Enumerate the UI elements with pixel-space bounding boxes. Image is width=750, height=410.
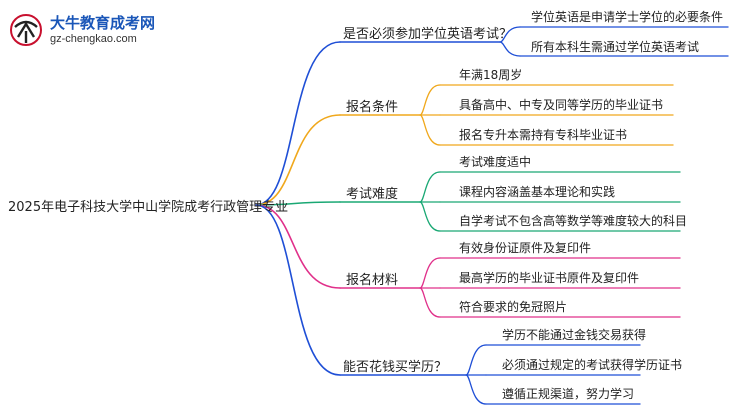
leaf-difficulty-2: 课程内容涵盖基本理论和实践	[459, 185, 616, 199]
leaf-requirements-3: 报名专升本需持有专科毕业证书	[459, 128, 628, 142]
logo-url: gz-chengkao.com	[50, 33, 137, 45]
connector-leaf-4-0	[465, 344, 487, 376]
leaf-requirements-2: 具备高中、中专及同等学历的毕业证书	[459, 98, 664, 112]
leaf-buy-degree-3: 遵循正规渠道，努力学习	[502, 387, 635, 401]
logo-title: 大牛教育成考网	[50, 14, 156, 32]
connector-leaf-3-2	[419, 287, 441, 318]
connector-leaf-1-0	[419, 84, 441, 116]
connector-root-branch-4	[255, 204, 341, 376]
connector-leaf-0-1	[499, 41, 521, 57]
leaf-difficulty-1: 考试难度适中	[459, 155, 532, 169]
logo	[6, 13, 48, 51]
connector-leaf-0-0	[499, 26, 521, 43]
root-node: 2025年电子科技大学中山学院成考行政管理专业	[8, 200, 289, 215]
connector-root-branch-1	[255, 114, 341, 206]
branch-requirements: 报名条件	[346, 100, 399, 115]
leaf-degree-english-1: 学位英语是申请学士学位的必要条件	[531, 10, 724, 24]
leaf-requirements-1: 年满18周岁	[459, 68, 523, 82]
leaf-materials-3: 符合要求的免冠照片	[459, 300, 568, 314]
connector-leaf-4-2	[465, 374, 487, 405]
leaf-degree-english-2: 所有本科生需通过学位英语考试	[531, 40, 700, 54]
branch-materials: 报名材料	[346, 273, 399, 288]
connector-leaf-2-0	[419, 171, 441, 203]
leaf-materials-1: 有效身份证原件及复印件	[459, 241, 592, 255]
leaf-buy-degree-1: 学历不能通过金钱交易获得	[502, 328, 647, 342]
branch-degree-english: 是否必须参加学位英语考试？	[343, 27, 513, 42]
leaf-buy-degree-2: 必须通过规定的考试获得学历证书	[502, 358, 683, 372]
logo-mark-icon	[10, 14, 42, 46]
connector-leaf-1-2	[419, 114, 441, 146]
connector-leaf-2-2	[419, 201, 441, 232]
leaf-materials-2: 最高学历的毕业证书原件及复印件	[459, 271, 640, 285]
connector-root-branch-0	[255, 41, 341, 206]
branch-difficulty: 考试难度	[346, 187, 399, 202]
leaf-difficulty-3: 自学考试不包含高等数学等难度较大的科目	[459, 214, 688, 228]
branch-buy-degree: 能否花钱买学历？	[343, 360, 448, 375]
connector-leaf-3-0	[419, 257, 441, 289]
connector-root-branch-2	[255, 201, 341, 206]
connector-root-branch-3	[255, 204, 341, 289]
